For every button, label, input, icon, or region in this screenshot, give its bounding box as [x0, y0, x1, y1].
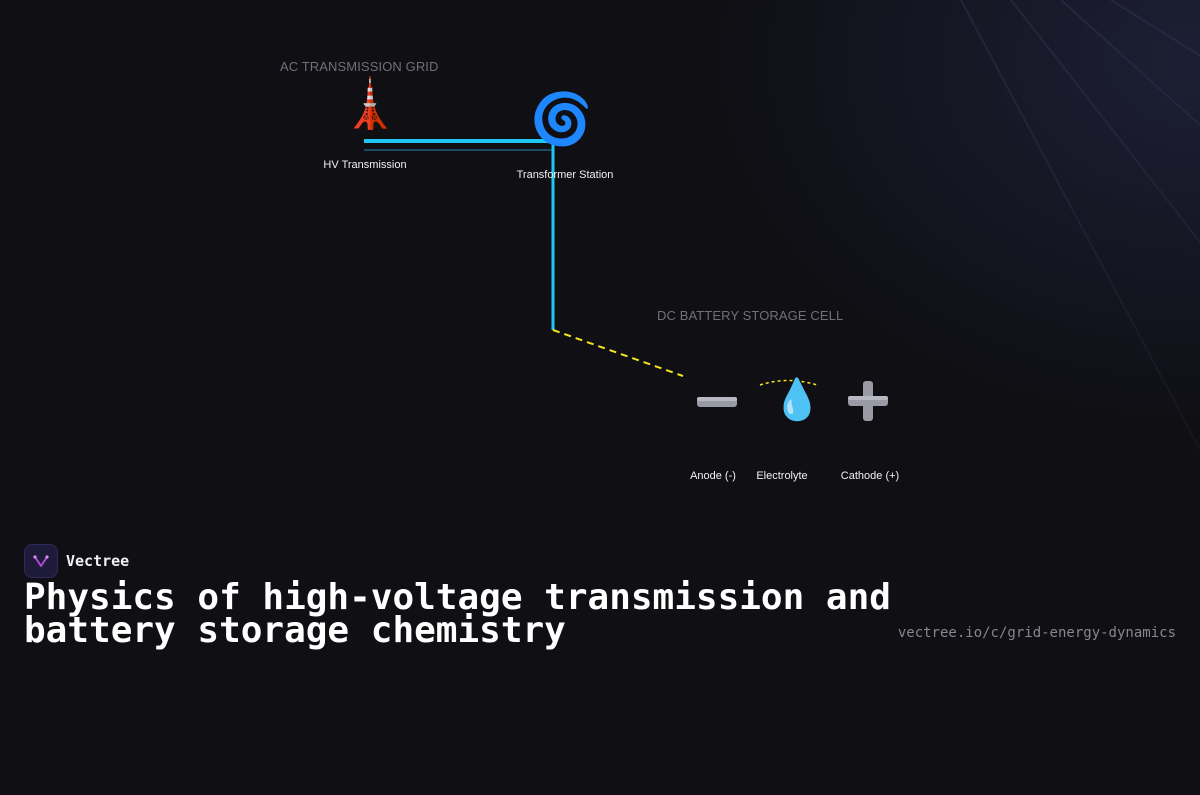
transformer-station-label: Transformer Station [516, 169, 614, 181]
circuit-wires [364, 139, 818, 386]
droplet-icon: 💧 [772, 377, 822, 423]
dc-battery-label: DC BATTERY STORAGE CELL [657, 308, 844, 323]
minus-icon [695, 380, 739, 424]
background-glow [0, 0, 1200, 675]
plus-icon [846, 379, 890, 423]
electrolyte-label: Electrolyte [756, 470, 808, 482]
brand: Vectree [24, 544, 129, 578]
cyclone-icon: 🌀 [530, 90, 593, 148]
cathode-label: Cathode (+) [840, 470, 900, 482]
brand-name: Vectree [66, 552, 130, 570]
ac-grid-label: AC TRANSMISSION GRID [280, 59, 439, 74]
anode-label: Anode (-) [690, 470, 736, 482]
tower-icon: 🗼 [340, 76, 400, 132]
dc-wire-dashed [552, 329, 684, 377]
vectree-logo-icon [24, 544, 58, 578]
course-url[interactable]: vectree.io/c/grid-energy-dynamics [897, 625, 1176, 641]
hv-transmission-label: HV Transmission [323, 159, 407, 171]
page-title: Physics of high-voltage transmission and… [24, 577, 891, 651]
